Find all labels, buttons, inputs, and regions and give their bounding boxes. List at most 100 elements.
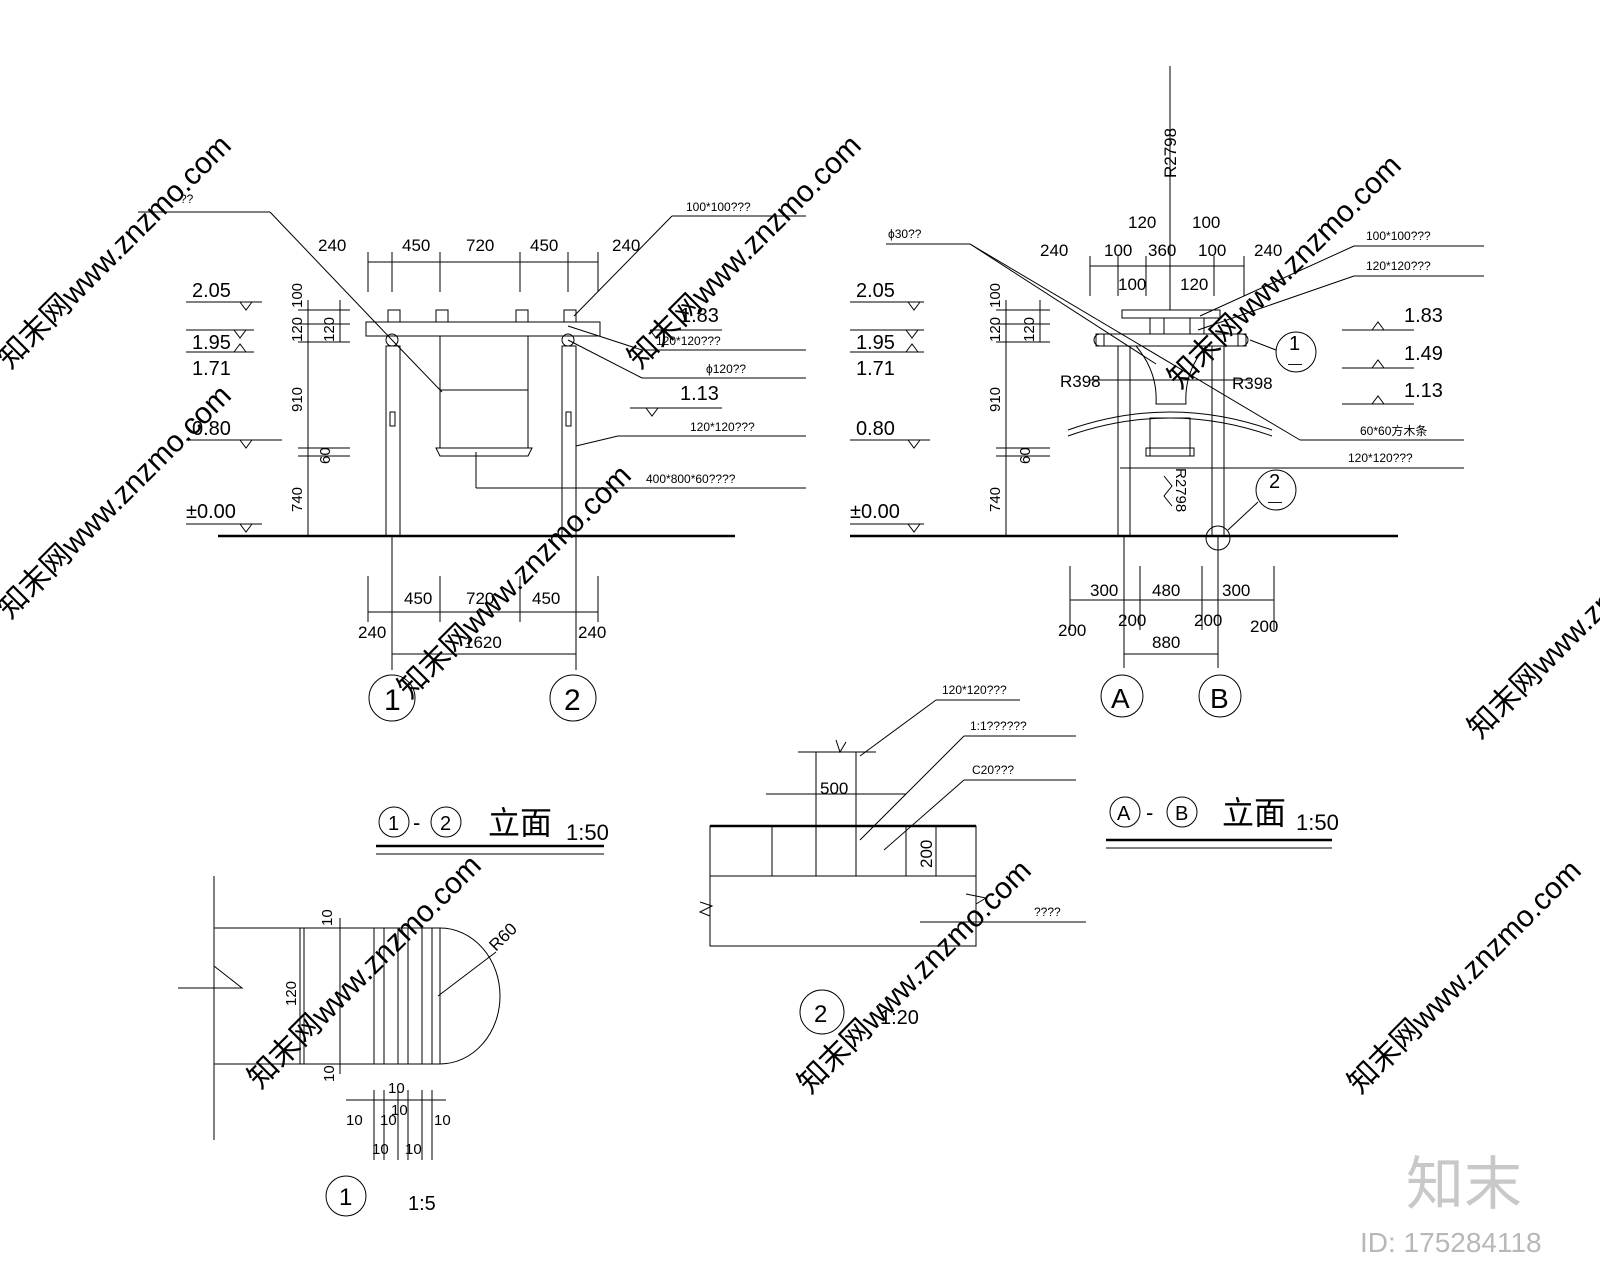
detail-1: R60 10 120 10 10 10 10 10 10 10 10 1 1:5	[178, 876, 521, 1217]
cross-beam	[1093, 333, 1249, 347]
vert-dim-inner-120: 120	[321, 317, 338, 342]
concrete-left	[771, 825, 817, 877]
leader-phi120: ϕ120??	[706, 362, 746, 376]
dim-200: 200	[917, 840, 936, 868]
top-dim-240-right: 240	[1254, 241, 1282, 260]
bottom-dim-10-g: 10	[405, 1141, 422, 1158]
leader-100x100: 100*100???	[1366, 229, 1431, 243]
vert-dim-910: 910	[289, 387, 306, 412]
bottom-dim-300-right: 300	[1222, 581, 1250, 600]
elevation-A-B: R2798 120 100 240 100 360 100 240 100 12…	[850, 66, 1484, 849]
vert-dim-120: 120	[289, 317, 306, 342]
title-scale: 1:50	[566, 820, 609, 845]
dim-120: 120	[283, 981, 300, 1006]
r398-right: R398	[1232, 374, 1273, 393]
vert-dim-120: 120	[987, 317, 1004, 342]
level-1.95: 1.95	[192, 332, 231, 354]
level-1.13-right: 1.13	[1404, 380, 1443, 402]
top-dim-120: 120	[1128, 213, 1156, 232]
vert-dim-100: 100	[289, 283, 306, 308]
axis-label-1: 1	[384, 684, 401, 717]
leader-120x120-b: 120*120???	[690, 420, 755, 434]
post-left	[385, 345, 401, 537]
bottom-dim-480: 480	[1152, 581, 1180, 600]
concrete-right	[855, 825, 907, 877]
top-dim-240-left: 240	[318, 236, 346, 255]
bottom-dim-300-left: 300	[1090, 581, 1118, 600]
post-right	[1211, 345, 1225, 537]
radius-r60: R60	[485, 919, 520, 954]
detail-2-label: 2	[814, 1001, 827, 1028]
leader-120x120-b: 120*120???	[1348, 451, 1413, 465]
top-dim-240-left: 240	[1040, 241, 1068, 260]
detail-1-scale: 1:5	[408, 1193, 436, 1215]
top-dim-450-right: 450	[530, 236, 558, 255]
watermark-text: 知末网www.znzmo.com	[1462, 499, 1600, 745]
rod-end	[303, 927, 441, 1065]
bottom-dim-10-e: 10	[434, 1112, 451, 1129]
top-dim-100: 100	[1192, 213, 1220, 232]
bottom-dim-240-left: 240	[358, 623, 386, 642]
leader-label-left: ??	[180, 192, 194, 206]
level-0.80: 0.80	[856, 418, 895, 440]
leader-120x120-a: 120*120???	[656, 334, 721, 348]
title-name: 立面	[1222, 795, 1286, 831]
detail-tag-2	[1255, 469, 1297, 511]
title-dash: -	[1146, 800, 1153, 825]
level-1.49-right: 1.49	[1404, 343, 1443, 365]
title-A-B: A - B 立面 1:50	[1106, 795, 1339, 849]
swing-seat	[435, 447, 533, 457]
leader-base: ????	[1034, 905, 1061, 919]
level-1.83-right: 1.83	[1404, 305, 1443, 327]
dim-10-top: 10	[319, 909, 336, 926]
watermark-text: 知末网www.znzmo.com	[792, 854, 1038, 1100]
purlin	[515, 309, 529, 323]
level-2.05: 2.05	[856, 280, 895, 302]
leader-1-1: 1:1??????	[970, 719, 1027, 733]
bottom-dim-200-b: 200	[1118, 611, 1146, 630]
level-1.83: 1.83	[680, 305, 719, 327]
detail-tag-1-num: 1	[1289, 333, 1300, 355]
watermark-text: 知末网www.znzmo.com	[242, 849, 488, 1095]
vert-dim-740: 740	[987, 487, 1004, 512]
top-dim-100-b: 100	[1198, 241, 1226, 260]
post-section	[815, 751, 857, 877]
title-1-2: 1 - 2 立面 1:50	[376, 805, 609, 855]
level-marks: 2.05 1.95 1.71 0.80 ±0.00	[186, 280, 282, 533]
detail-tag-2-sub: —	[1268, 493, 1282, 509]
bottom-dim-720: 720	[466, 589, 494, 608]
swing-seat-side	[1149, 417, 1191, 457]
bottom-dim-1620: 1620	[464, 633, 502, 652]
vert-dim-60: 60	[317, 447, 334, 464]
bottom-dim-200-a: 200	[1058, 621, 1086, 640]
r398-left: R398	[1060, 372, 1101, 391]
level-1.13: 1.13	[680, 383, 719, 405]
bottom-dim-10-b: 10	[391, 1102, 408, 1119]
rod-cap-arc	[439, 927, 501, 1065]
detail-tag-1-sub: —	[1288, 355, 1302, 371]
vert-dim-910: 910	[987, 387, 1004, 412]
dim-500: 500	[820, 779, 848, 798]
detail-2: 500 200 120*120??? 1:1?????? C20??? ????…	[698, 683, 1086, 1035]
watermark-text: 知末网www.znzmo.com	[392, 459, 638, 705]
top-dim-720: 720	[466, 236, 494, 255]
r2798-mid: R2798	[1172, 468, 1189, 512]
axis-bubble-2	[549, 674, 597, 722]
purlin	[563, 309, 577, 323]
vert-dim-740: 740	[289, 487, 306, 512]
top-dim-450-left: 450	[402, 236, 430, 255]
title-ref-a: 1	[388, 813, 399, 835]
bottom-dim-10-a: 10	[388, 1080, 405, 1097]
leader-120x120: 120*120???	[942, 683, 1007, 697]
bottom-dim-240-right: 240	[578, 623, 606, 642]
bottom-dim-10-f: 10	[372, 1141, 389, 1158]
detail-tag-1	[1275, 331, 1317, 373]
vert-dim-inner-120: 120	[1021, 317, 1038, 342]
post-right	[561, 345, 577, 537]
vert-dim-100: 100	[987, 283, 1004, 308]
vert-dim-60: 60	[1017, 447, 1034, 464]
top-beam	[365, 321, 601, 337]
title-ref-b: B	[1175, 803, 1188, 825]
top-dim-100-a: 100	[1104, 241, 1132, 260]
title-scale: 1:50	[1296, 810, 1339, 835]
